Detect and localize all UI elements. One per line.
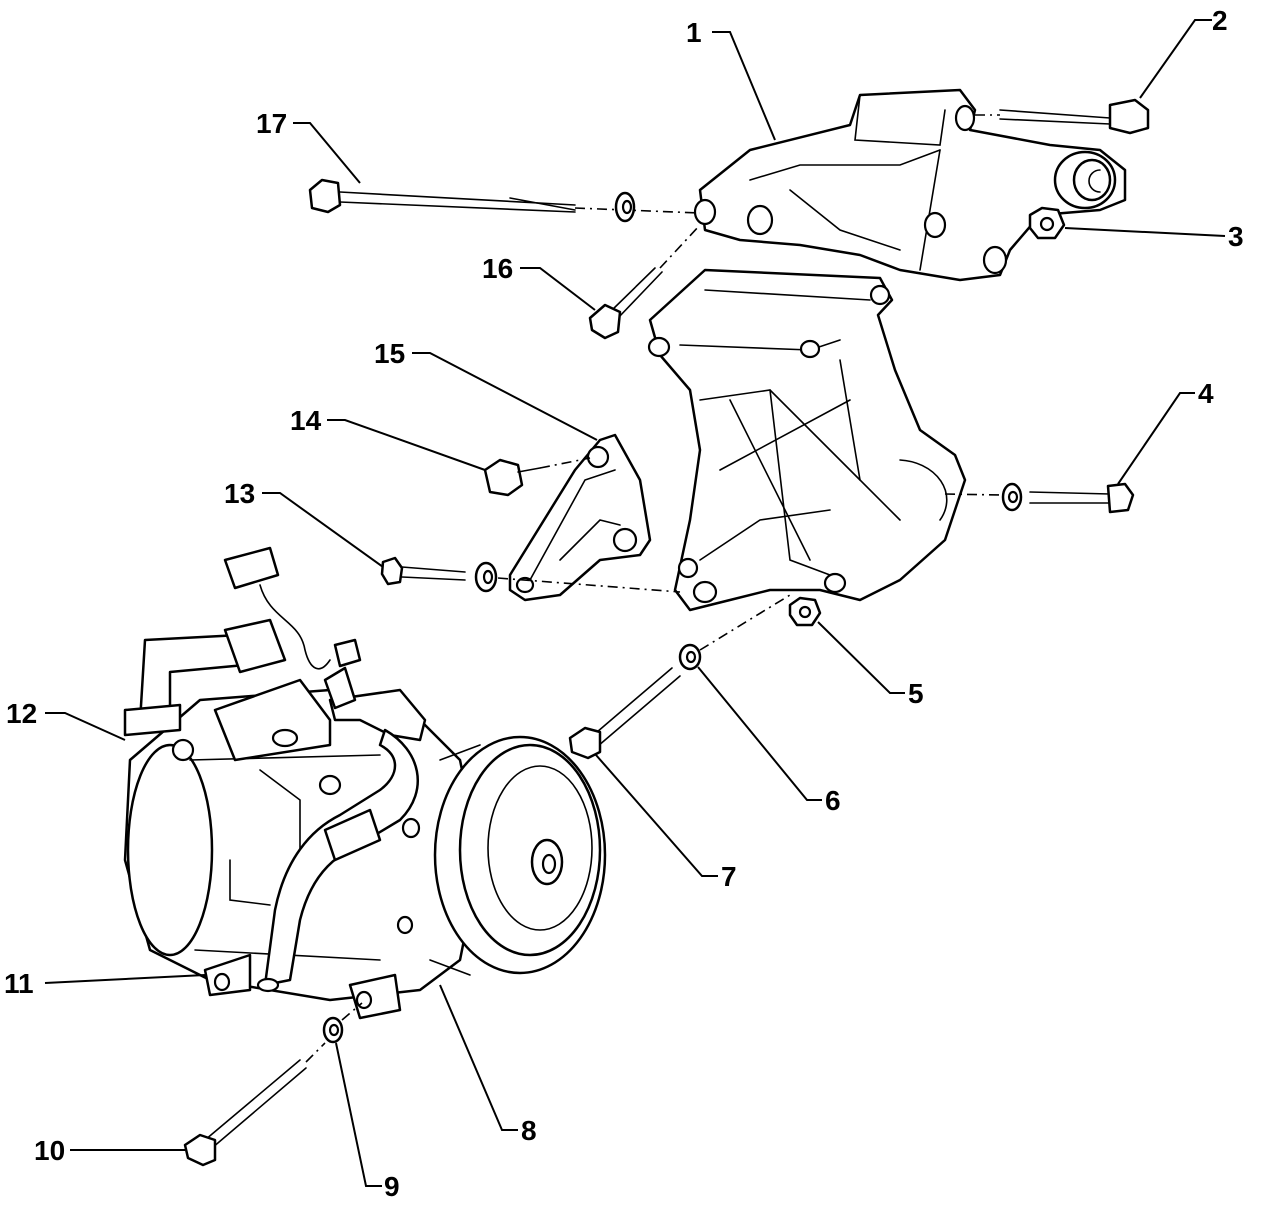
bolt-13: [380, 556, 681, 593]
small-bracket: [508, 433, 652, 602]
callout-14: 14: [290, 405, 322, 436]
washer-6: [678, 594, 791, 671]
callout-2: 2: [1212, 5, 1228, 36]
callout-15: 15: [374, 338, 405, 369]
callout-17: 17: [256, 108, 287, 139]
bolt-2: [975, 98, 1150, 135]
bolt-4: [944, 482, 1135, 514]
washer-17: [614, 191, 636, 223]
washer-9: [322, 1002, 363, 1044]
nut-3: [1028, 206, 1066, 240]
callout-12: 12: [6, 698, 37, 729]
main-compressor-bracket: [647, 268, 967, 612]
callout-7: 7: [721, 861, 737, 892]
ac-compressor: [123, 546, 607, 1020]
callout-13: 13: [224, 478, 255, 509]
leader-lines: [44, 19, 1226, 1187]
callout-4: 4: [1198, 378, 1214, 409]
callout-1: 1: [686, 17, 702, 48]
callout-5: 5: [908, 678, 924, 709]
bolt-14: [483, 457, 591, 497]
long-bolt-17: [308, 178, 701, 214]
callout-8: 8: [521, 1115, 537, 1146]
callout-10: 10: [34, 1135, 65, 1166]
callout-16: 16: [482, 253, 513, 284]
callout-9: 9: [384, 1171, 400, 1202]
callout-labels: 1 2 3 4 5 6 7 8 9 10 11 12 13 14 15 16 1…: [4, 5, 1244, 1202]
callout-3: 3: [1228, 221, 1244, 252]
upper-bracket: [693, 88, 1127, 282]
nut-5: [788, 596, 822, 627]
callout-6: 6: [825, 785, 841, 816]
callout-11: 11: [4, 968, 34, 999]
bolt-16: [588, 224, 701, 340]
bolt-10: [183, 1042, 326, 1167]
bolt-7: [568, 667, 681, 760]
